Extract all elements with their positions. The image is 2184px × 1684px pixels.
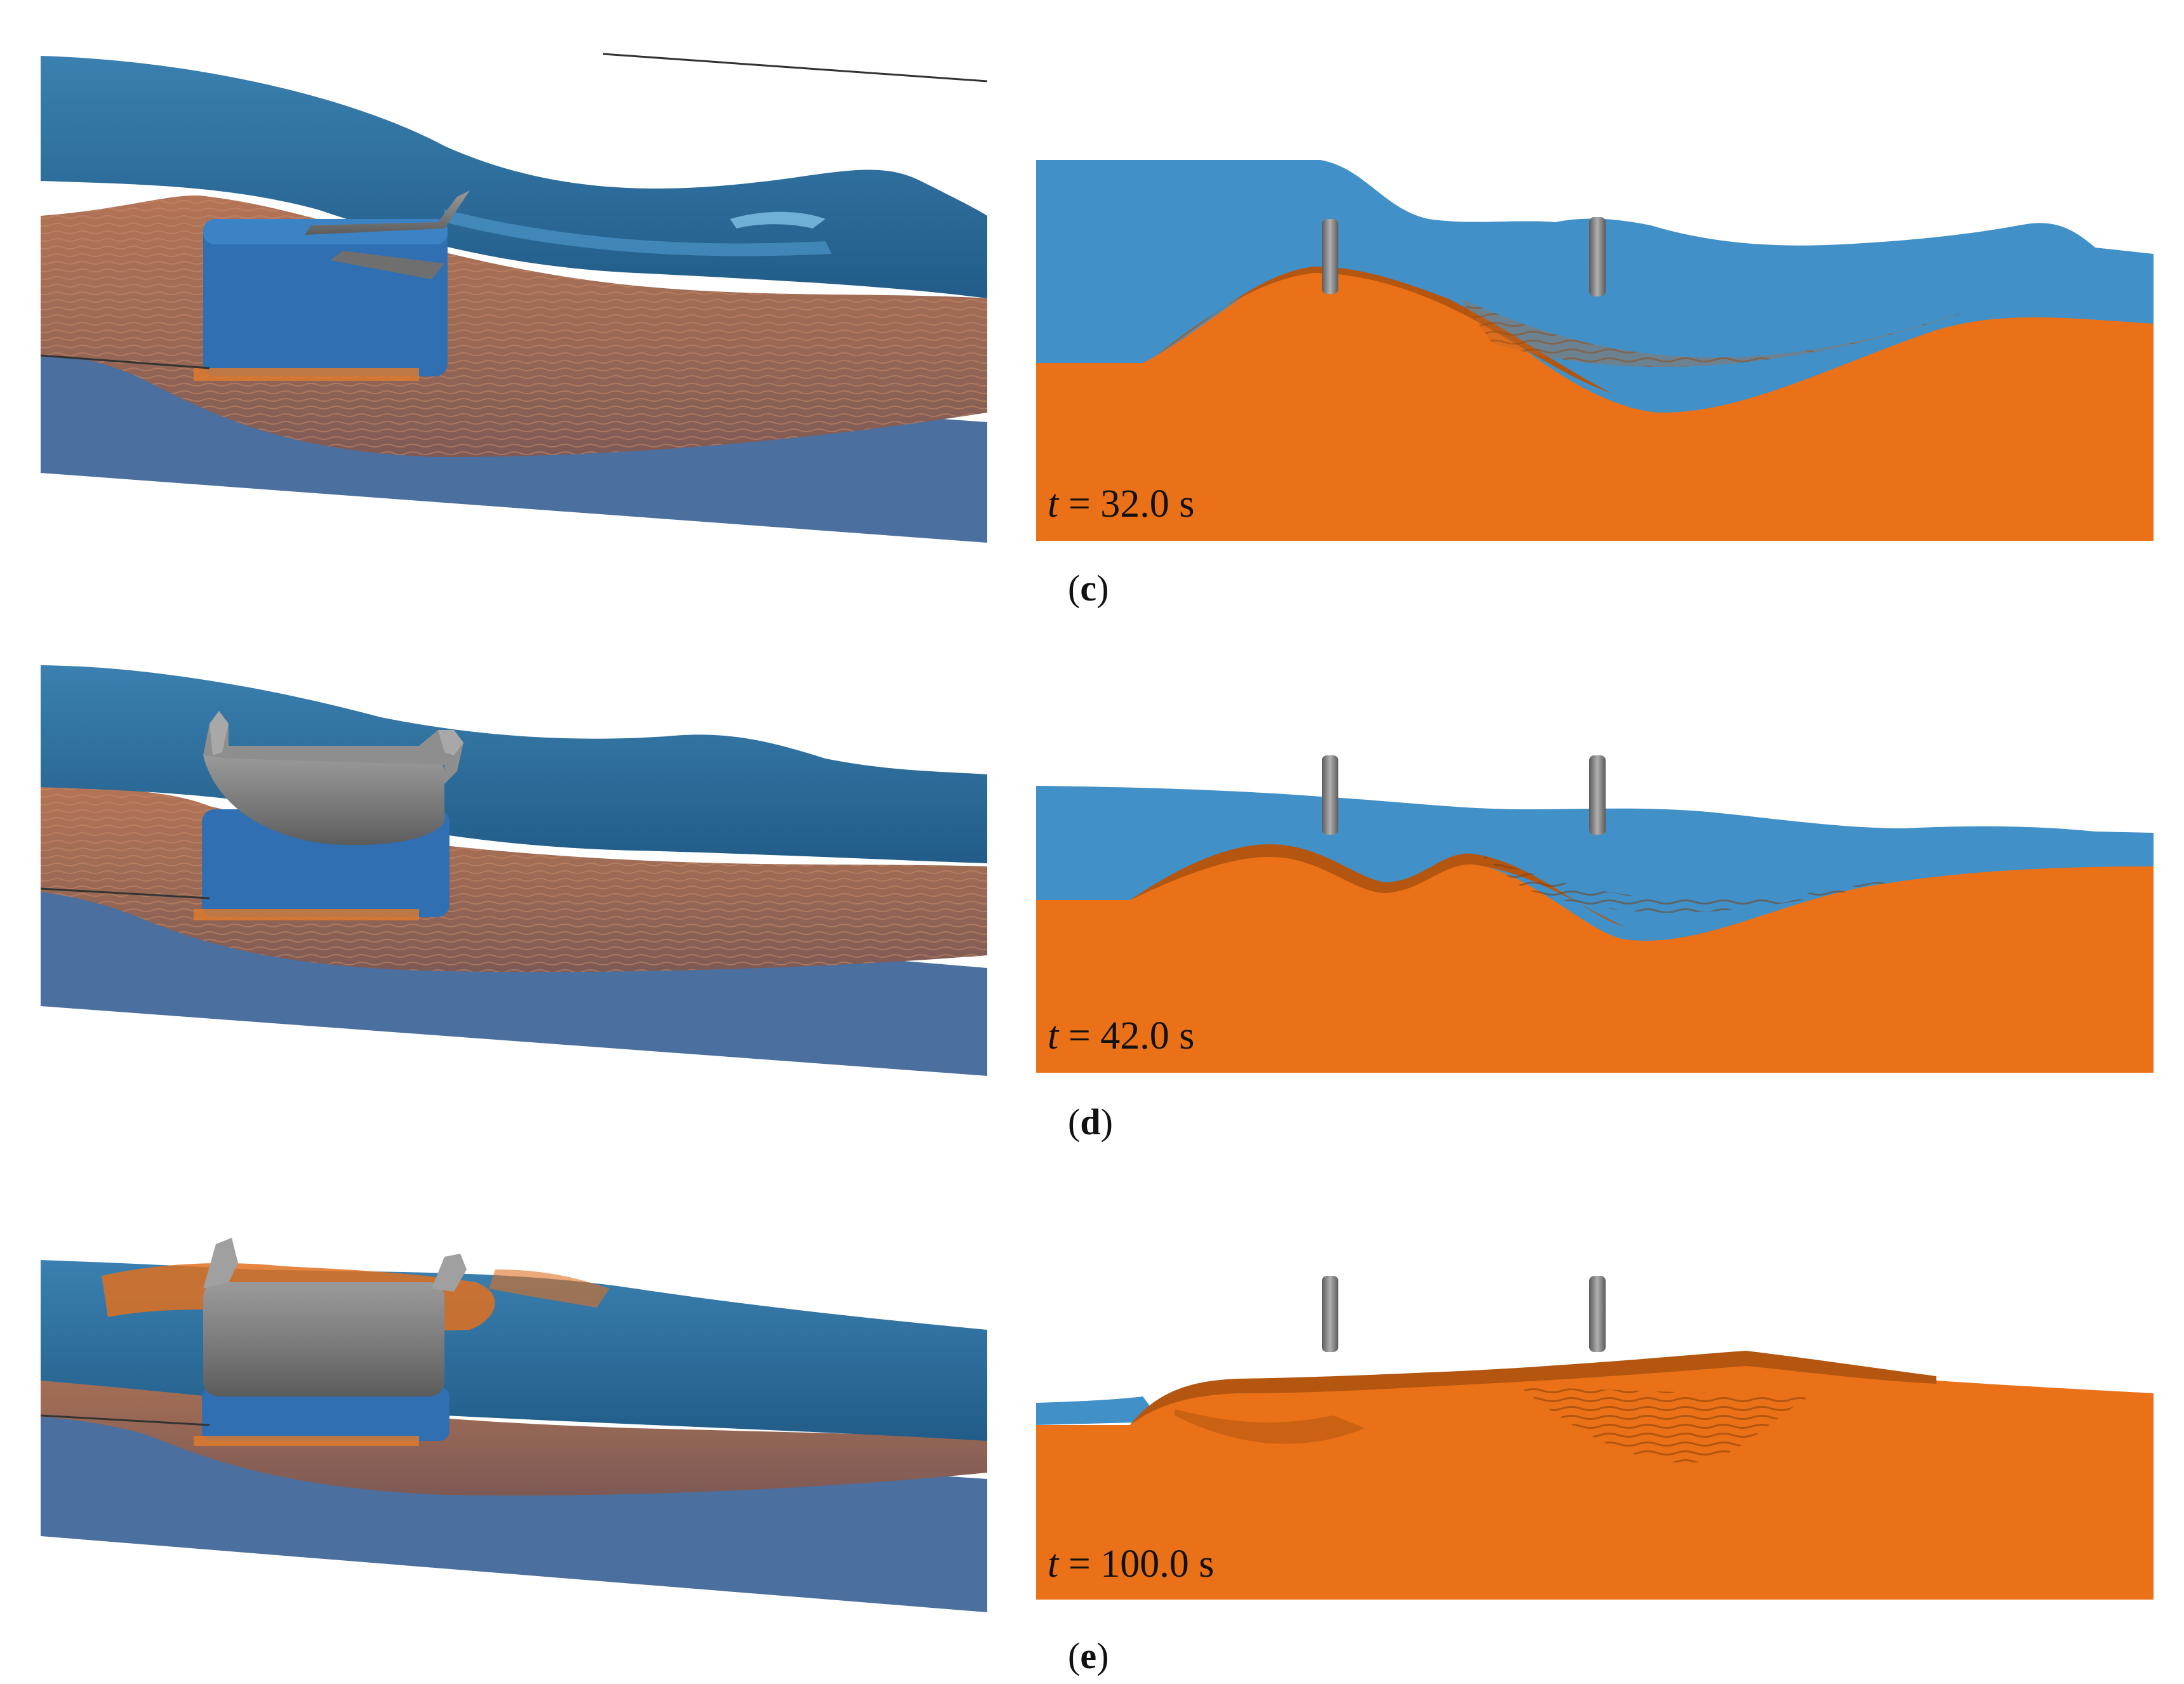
structure-frame-partial xyxy=(305,190,470,235)
scour-rim xyxy=(194,1436,419,1446)
side-edge-line xyxy=(40,1414,210,1426)
sediment-bed xyxy=(41,1320,987,1495)
panel-d-2d-view: t = 42.0 s xyxy=(1036,749,2154,1073)
scour-rim xyxy=(194,909,419,920)
water-highlight xyxy=(730,211,825,229)
scour-rim xyxy=(194,368,419,381)
pile-left xyxy=(1322,219,1338,294)
panel-c-2d-view: t = 32.0 s xyxy=(1036,160,2154,541)
pile-right xyxy=(1589,217,1606,296)
pile-right xyxy=(1589,755,1606,835)
caption-c: (c) xyxy=(1068,567,1109,609)
sediment-bed-ripples xyxy=(1460,298,1968,368)
sediment-bed-ripples xyxy=(1524,1387,1809,1463)
sediment-bed-shade xyxy=(1175,1409,1365,1444)
sediment-bed xyxy=(1036,267,2154,541)
top-edge-line xyxy=(603,53,988,83)
caption-e: (e) xyxy=(1068,1635,1109,1676)
water-surface xyxy=(41,665,987,863)
side-edge-line xyxy=(40,887,210,899)
structure-frame-rim xyxy=(432,1254,467,1292)
structure-frame xyxy=(203,755,444,845)
time-label-e: t = 100.0 s xyxy=(1048,1542,1214,1586)
structure-frame-top xyxy=(438,730,463,755)
pile-left xyxy=(1322,755,1338,835)
structure-frame-rim xyxy=(203,711,463,784)
water-surface xyxy=(41,56,987,298)
structure-frame-rim xyxy=(203,1238,238,1289)
caption-d: (d) xyxy=(1068,1101,1113,1143)
structure-frame-partial xyxy=(330,251,444,279)
pile-right xyxy=(1589,1276,1606,1352)
panel-e-3d-view xyxy=(40,1238,987,1612)
panel-c-3d-view xyxy=(40,53,988,543)
sediment-patches xyxy=(489,1270,609,1308)
water-region xyxy=(1036,1396,1162,1425)
panel-d-3d-view xyxy=(40,665,987,1076)
sediment-bed-crest xyxy=(1130,1351,1936,1425)
structure-frame xyxy=(203,1282,444,1396)
time-label-d: t = 42.0 s xyxy=(1048,1014,1194,1057)
structure-frame-top xyxy=(210,711,229,755)
structure-block xyxy=(202,1387,449,1441)
pile-left xyxy=(1322,1276,1338,1352)
sediment-bed-ripples xyxy=(1479,854,1905,913)
time-label-c: t = 32.0 s xyxy=(1048,482,1194,526)
water-highlight xyxy=(444,209,832,256)
panel-e-2d-view: t = 100.0 s xyxy=(1036,1270,2154,1600)
sediment-bed xyxy=(1036,854,2154,1073)
sediment-bed-ripples-overlay xyxy=(1460,298,1968,368)
side-edge-line xyxy=(40,354,210,369)
